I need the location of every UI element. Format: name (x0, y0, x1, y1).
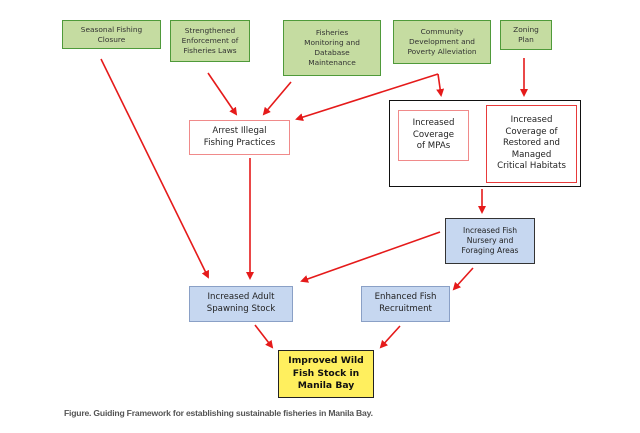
input-seasonal-fishing-closure: Seasonal Fishing Closure (62, 20, 161, 49)
node-arrest-illegal-fishing: Arrest Illegal Fishing Practices (189, 120, 290, 155)
input-strengthened-enforcement: Strengthened Enforcement of Fisheries La… (170, 20, 250, 62)
node-coverage-mpas: Increased Coverage of MPAs (398, 110, 469, 161)
node-adult-spawning-stock: Increased Adult Spawning Stock (189, 286, 293, 322)
input-community-development: Community Development and Poverty Allevi… (393, 20, 491, 64)
figure-caption: Figure. Guiding Framework for establishi… (64, 408, 373, 418)
arrow-enforcement-to-arrest (207, 72, 238, 116)
node-coverage-habitats: Increased Coverage of Restored and Manag… (486, 105, 577, 183)
arrow-nursery-to-spawning (300, 231, 441, 283)
input-zoning-plan: Zoning Plan (500, 20, 552, 50)
arrow-monitoring-to-arrest (262, 81, 292, 116)
arrow-nursery-to-recruitment (452, 267, 474, 291)
arrow-spawning-to-outcome (254, 324, 274, 349)
node-fish-recruitment: Enhanced Fish Recruitment (361, 286, 450, 322)
arrow-community-to-mpas (436, 73, 445, 97)
arrow-community-to-arrest (295, 73, 439, 121)
arrow-recruitment-to-outcome (379, 325, 401, 349)
arrow-seasonal-to-spawning (100, 58, 209, 279)
node-improved-wild-fish-stock: Improved Wild Fish Stock in Manila Bay (278, 350, 374, 398)
node-fish-nursery-areas: Increased Fish Nursery and Foraging Area… (445, 218, 535, 264)
input-fisheries-monitoring: Fisheries Monitoring and Database Mainte… (283, 20, 381, 76)
